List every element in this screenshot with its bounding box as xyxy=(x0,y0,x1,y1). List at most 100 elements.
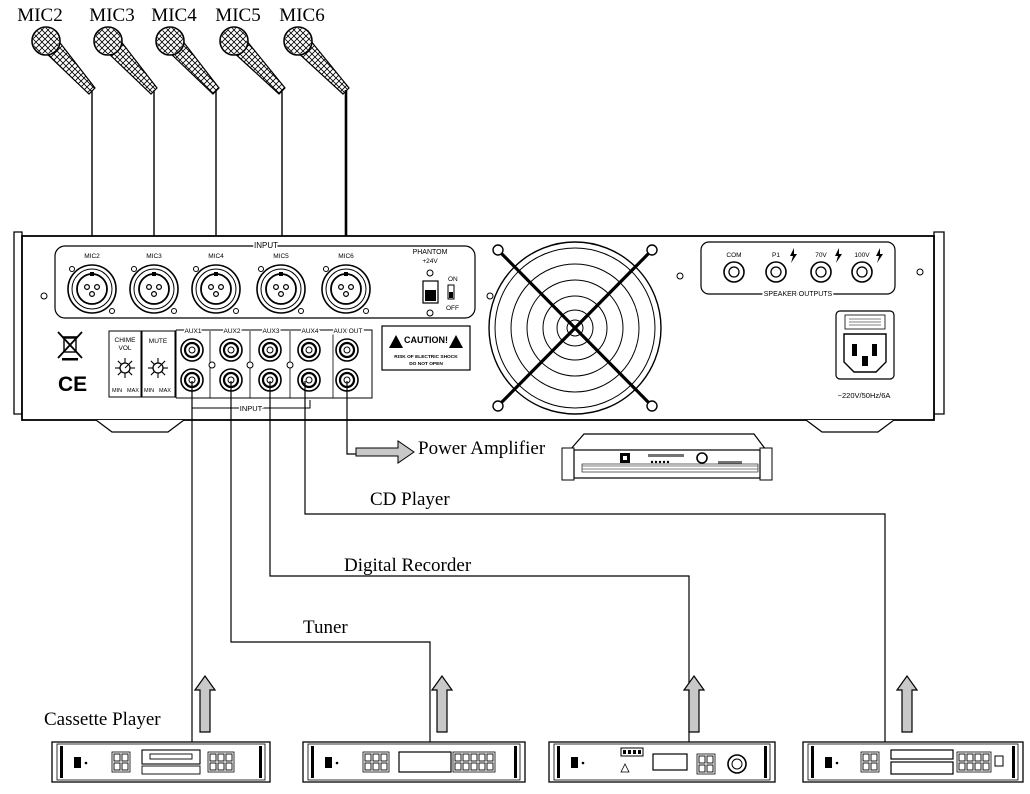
chime-max-label: MAX xyxy=(127,388,139,394)
microphone: MIC4 xyxy=(151,5,220,288)
rca-jack[interactable] xyxy=(335,338,359,362)
xlr-jack[interactable]: MIC5 xyxy=(256,253,306,314)
mic-label: MIC4 xyxy=(151,5,197,26)
amplifier-chassis xyxy=(21,235,935,421)
speaker-terminal[interactable]: COM xyxy=(723,252,745,283)
mic-label: MIC6 xyxy=(279,5,324,26)
speaker-terminal[interactable]: P1 xyxy=(765,248,797,283)
xlr-jack[interactable]: MIC2 xyxy=(67,253,117,314)
switch-off-label: OFF xyxy=(446,305,459,312)
speaker-terminal-label: 70V xyxy=(815,252,827,259)
rca-jack[interactable] xyxy=(180,338,204,362)
weee-bin-icon xyxy=(57,331,83,361)
signal-up-arrow xyxy=(430,674,454,733)
speaker-terminal[interactable]: 70V xyxy=(810,248,842,283)
mute-min-label: MIN xyxy=(144,388,154,394)
chime-frame xyxy=(108,330,142,398)
switch-on-label: ON xyxy=(448,276,458,283)
cooling-fan xyxy=(488,241,662,415)
rack-ear-left xyxy=(13,231,23,415)
aux-label: AUX1 xyxy=(185,328,202,335)
mute-max-label: MAX xyxy=(159,388,171,394)
xlr-jack-label: MIC5 xyxy=(273,253,289,260)
screw xyxy=(676,272,684,280)
cd-player-unit xyxy=(802,741,1024,783)
power-amplifier-label: Power Amplifier xyxy=(418,438,546,459)
aux-label: AUX OUT xyxy=(334,328,363,335)
chime-min-label: MIN xyxy=(112,388,122,394)
screw xyxy=(426,269,434,277)
cassette-player-unit xyxy=(51,741,271,783)
warning-icon xyxy=(449,335,463,348)
warning-icon xyxy=(389,335,403,348)
digital-recorder-unit xyxy=(548,741,776,783)
tuner-unit xyxy=(302,741,526,783)
signal-up-arrow xyxy=(682,674,706,733)
mute-label: MUTE xyxy=(149,338,168,345)
chassis-foot-right xyxy=(805,419,895,433)
caution-line-2: DO NOT OPEN xyxy=(409,361,443,367)
cassette-player-label: Cassette Player xyxy=(44,709,161,730)
screw xyxy=(916,268,924,276)
rca-jack[interactable] xyxy=(297,368,321,392)
cd-player-label: CD Player xyxy=(370,489,450,510)
panel-input-title: INPUT xyxy=(254,241,278,250)
phantom-toggle-lever xyxy=(449,292,453,298)
aux-label: AUX2 xyxy=(224,328,241,335)
aux-label: AUX4 xyxy=(302,328,319,335)
signal-up-arrow xyxy=(895,674,919,733)
xlr-jack-label: MIC3 xyxy=(146,253,162,260)
power-amp-arrow xyxy=(355,440,415,464)
aux-label: AUX3 xyxy=(263,328,280,335)
power-inlet xyxy=(835,310,895,380)
screw xyxy=(426,309,434,317)
screw xyxy=(486,292,494,300)
microphone: MIC2 xyxy=(17,5,96,288)
mic-label: MIC3 xyxy=(89,5,134,26)
screw xyxy=(246,361,254,369)
rca-jack[interactable] xyxy=(258,338,282,362)
speaker-outputs-frame xyxy=(700,241,896,295)
ce-mark: CE xyxy=(58,373,87,396)
power-amplifier-unit xyxy=(561,433,773,481)
high-voltage-icon xyxy=(876,248,883,263)
caution-title: CAUTION! xyxy=(404,335,448,345)
rack-ear-right xyxy=(933,231,945,415)
xlr-jack-label: MIC2 xyxy=(84,253,100,260)
wiring xyxy=(191,381,886,742)
digital-recorder-label: Digital Recorder xyxy=(344,555,472,576)
screw xyxy=(208,361,216,369)
microphone: MIC3 xyxy=(89,5,158,288)
xlr-jack[interactable]: MIC3 xyxy=(129,253,179,314)
phantom-voltage: +24V xyxy=(422,258,438,265)
aux-input-label: INPUT xyxy=(240,404,263,413)
power-rating: ~220V/50Hz/6A xyxy=(838,391,891,400)
xlr-jack[interactable]: MIC6 xyxy=(321,253,371,314)
rca-jack[interactable] xyxy=(297,338,321,362)
chime-label-1: CHIME xyxy=(115,337,137,344)
phantom-switch-lever xyxy=(425,290,436,301)
speaker-terminal-label: 100V xyxy=(854,252,870,259)
mic-label: MIC2 xyxy=(17,5,62,26)
screw xyxy=(40,292,48,300)
speaker-terminal[interactable]: 100V xyxy=(851,248,883,283)
xlr-jack[interactable]: MIC4 xyxy=(191,253,241,314)
volume-knob-icon[interactable] xyxy=(148,358,168,378)
speaker-terminal-label: COM xyxy=(726,252,741,259)
phantom-title: PHANTOM xyxy=(413,249,448,256)
xlr-jack-label: MIC4 xyxy=(208,253,224,260)
volume-knob-icon[interactable] xyxy=(115,358,135,378)
speaker-outputs-label: SPEAKER OUTPUTS xyxy=(764,291,833,298)
tuner-label: Tuner xyxy=(303,617,348,638)
caution-line-1: RISK OF ELECTRIC SHOCK xyxy=(394,354,458,360)
chassis-foot-left xyxy=(95,419,185,433)
screw xyxy=(286,361,294,369)
mute-frame xyxy=(141,330,176,398)
microphone: MIC6 xyxy=(279,5,350,288)
mic-label: MIC5 xyxy=(215,5,260,26)
rca-jack[interactable] xyxy=(219,338,243,362)
xlr-jack-label: MIC6 xyxy=(338,253,354,260)
signal-up-arrow xyxy=(193,674,217,733)
